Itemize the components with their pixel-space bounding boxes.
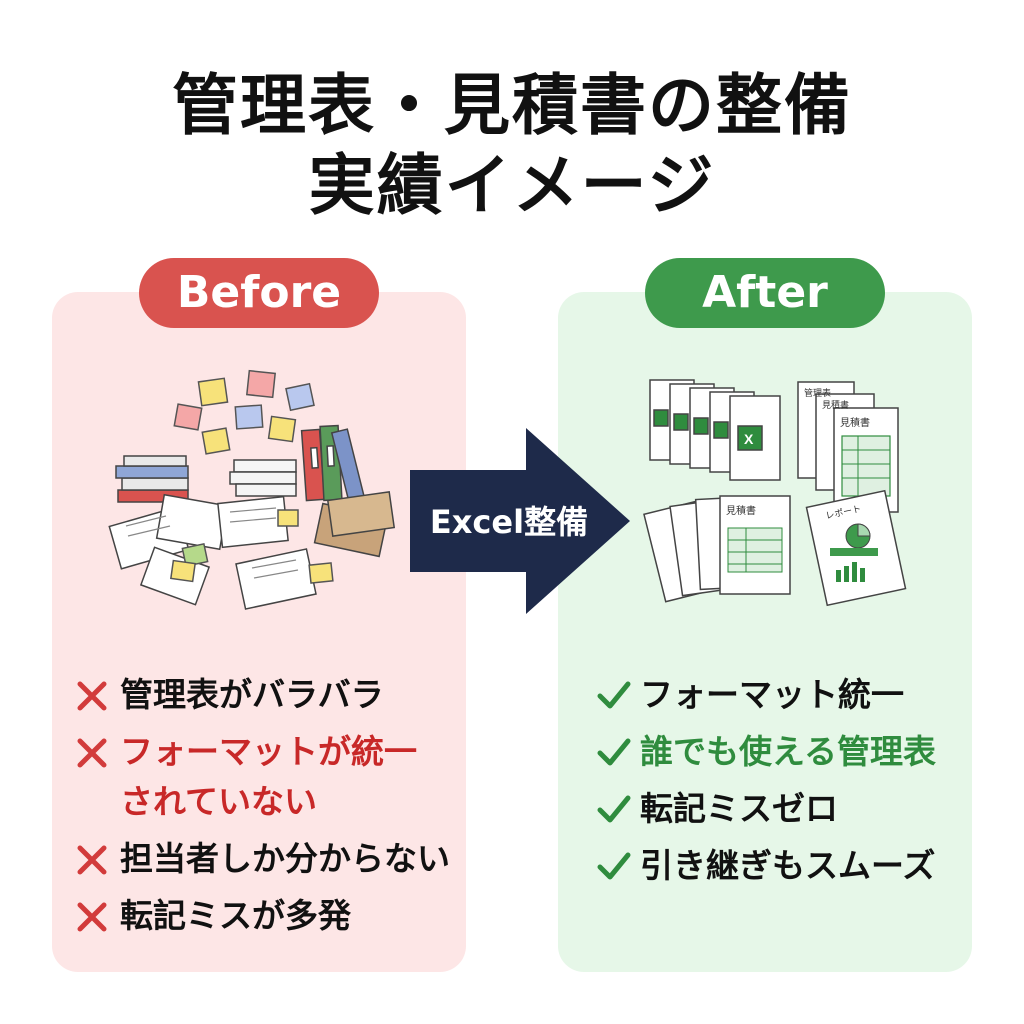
quote-sheet-label-1: 見積書	[822, 399, 849, 411]
before-badge: Before	[139, 258, 379, 328]
check-icon	[597, 738, 631, 766]
after-badge: After	[645, 258, 885, 328]
organized-documents-illustration: X 管理表 見積書 見積書 見積書 レポート	[643, 379, 907, 607]
check-icon	[597, 852, 631, 880]
list-item: 管理表がバラバラ	[74, 670, 454, 720]
excel-x-icon: X	[744, 431, 754, 447]
quote-sheet-label-2: 見積書	[840, 416, 870, 429]
list-item: 担当者しか分からない	[74, 834, 454, 884]
mgmt-sheet-label: 管理表	[804, 387, 831, 399]
before-problem-list: 管理表がバラバラ フォーマットが統一 されていない 担当者しか分からない 転記ミ…	[74, 670, 454, 948]
list-item: 誰でも使える管理表	[594, 727, 964, 777]
cross-icon	[77, 738, 107, 768]
arrow-label: Excel整備	[429, 503, 589, 541]
messy-documents-illustration	[108, 369, 396, 610]
page-title-line1: 管理表・見積書の整備	[172, 67, 852, 144]
list-item: 引き継ぎもスムーズ	[594, 841, 964, 891]
cross-icon	[77, 902, 107, 932]
check-icon	[597, 795, 631, 823]
list-item: フォーマット統一	[594, 670, 964, 720]
page-title-line2: 実績イメージ	[308, 147, 716, 224]
list-item: 転記ミスが多発	[74, 891, 454, 941]
list-item: 転記ミスゼロ	[594, 784, 964, 834]
cross-icon	[77, 845, 107, 875]
transition-arrow	[410, 428, 630, 614]
list-item: フォーマットが統一 されていない	[74, 727, 454, 827]
after-benefit-list: フォーマット統一 誰でも使える管理表 転記ミスゼロ 引き継ぎもスムーズ	[594, 670, 964, 898]
check-icon	[597, 681, 631, 709]
quote-fan-label: 見積書	[726, 504, 756, 517]
cross-icon	[77, 681, 107, 711]
